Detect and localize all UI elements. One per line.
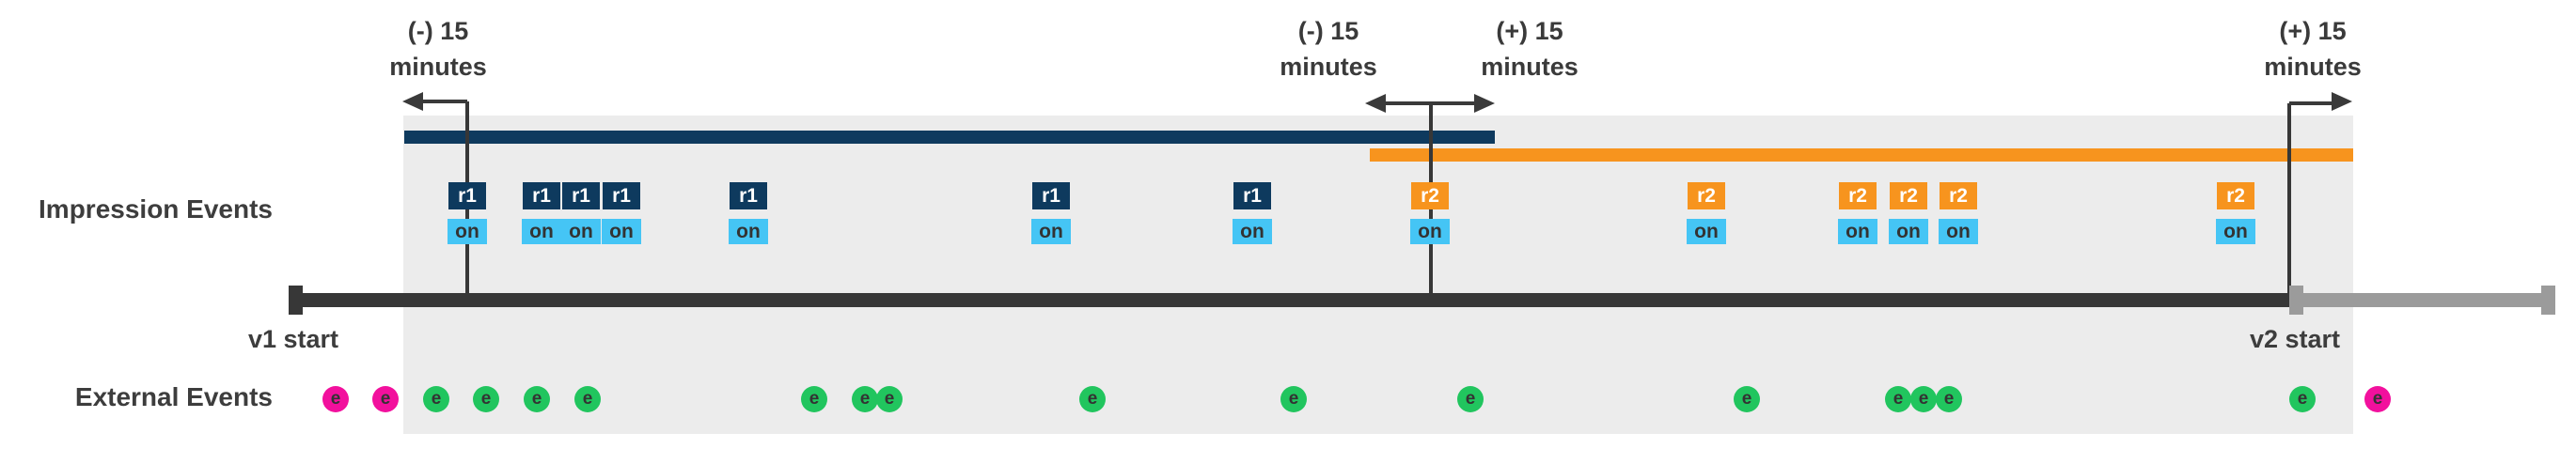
external-event-dot-green: e [423,386,449,412]
plus15-right-arrow-line [2289,101,2333,105]
impression-state-badge: on [448,219,487,244]
annotation-r1-minus15: (-) 15 minutes [389,13,487,85]
annotation-r2-minus15: (-) 15 minutes [1280,13,1377,85]
annotation-line1: (-) 15 [407,17,469,45]
external-event-dot-green: e [1885,386,1911,412]
external-event-dot-green: e [1079,386,1106,412]
v2-timeline-end-cap [2541,286,2555,315]
external-event-dot-green: e [524,386,550,412]
external-event-dot-green: e [1457,386,1484,412]
impression-tag-r1: r1 [1233,182,1271,209]
v1-timeline-bar [289,293,2289,307]
impression-state-badge: on [561,219,601,244]
impression-tag-r2: r2 [1940,182,1977,209]
external-event-dot-green: e [574,386,601,412]
impression-state-badge: on [1031,219,1071,244]
v1-period-bar [404,131,1495,144]
impression-tag-r1: r1 [603,182,640,209]
external-event-dot-green: e [852,386,878,412]
impression-state-badge: on [522,219,561,244]
external-event-dot-green: e [801,386,827,412]
annotation-line2: minutes [1481,53,1579,81]
impression-tag-r1: r1 [562,182,600,209]
external-event-dot-green: e [1910,386,1937,412]
impression-state-badge: on [1410,219,1450,244]
annotation-line1: (+) 15 [2279,17,2347,45]
impression-tag-r2: r2 [1411,182,1449,209]
impression-state-badge: on [1233,219,1272,244]
guide-line-v2-start [2287,103,2291,293]
r2-window-arrow-left-icon [1365,94,1386,113]
impression-tag-r2: r2 [1890,182,1927,209]
plus15-right-arrow-icon [2332,92,2352,111]
impression-tag-r1: r1 [448,182,486,209]
impression-tag-r2: r2 [1688,182,1725,209]
annotation-line2: minutes [1280,53,1377,81]
external-event-dot-green: e [2289,386,2316,412]
minus15-left-arrow-line [421,100,467,103]
annotation-r2-plus15: (+) 15 minutes [1481,13,1579,85]
impression-state-badge: on [729,219,768,244]
impression-state-badge: on [2216,219,2255,244]
impression-state-badge: on [1939,219,1978,244]
impression-state-badge: on [1889,219,1928,244]
r2-window-arrow-right-icon [1474,94,1495,113]
experiment-window-panel [403,116,2353,434]
impression-state-badge: on [1687,219,1726,244]
annotation-line2: minutes [389,53,487,81]
annotation-line1: (-) 15 [1297,17,1359,45]
annotation-v2-plus15: (+) 15 minutes [2264,13,2362,85]
impression-tag-r1: r1 [1032,182,1070,209]
annotation-line2: minutes [2264,53,2362,81]
impression-tag-r1: r1 [523,182,560,209]
external-event-dot-green: e [1734,386,1760,412]
impression-tag-r2: r2 [2217,182,2254,209]
v2-period-bar [1370,148,2353,162]
impression-tag-r1: r1 [730,182,767,209]
r2-window-arrow-line [1374,101,1485,105]
external-event-dot-green: e [1936,386,1962,412]
impression-state-badge: on [1838,219,1877,244]
external-event-dot-magenta: e [322,386,349,412]
external-event-dot-green: e [473,386,499,412]
external-event-dot-green: e [876,386,903,412]
impression-tag-r2: r2 [1839,182,1877,209]
annotation-line1: (+) 15 [1496,17,1563,45]
v2-start-label: v2 start [2249,325,2341,353]
external-event-dot-green: e [1280,386,1307,412]
external-event-dot-magenta: e [2364,386,2391,412]
external-event-dot-magenta: e [372,386,399,412]
impression-events-row-label: Impression Events [39,194,273,224]
v1-start-label: v1 start [247,325,339,353]
external-events-row-label: External Events [74,382,273,411]
minus15-left-arrow-icon [402,92,423,111]
impression-state-badge: on [602,219,641,244]
v2-timeline-bar [2289,293,2555,307]
